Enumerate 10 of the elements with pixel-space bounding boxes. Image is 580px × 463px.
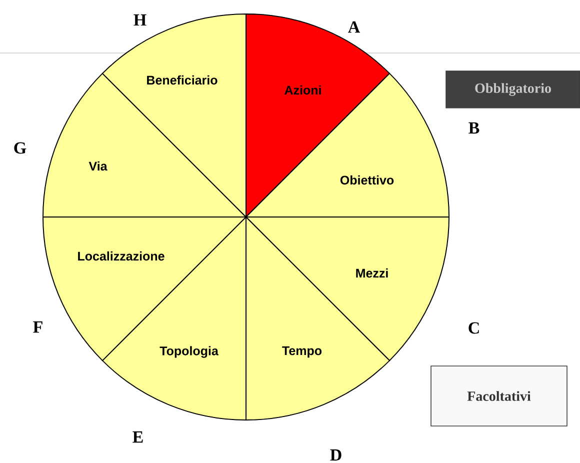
slice-letter: A (348, 21, 360, 33)
slice-letter: D (330, 449, 342, 461)
legend-item: Facoltativi (430, 366, 568, 426)
legend-item: Obbligatorio (446, 70, 580, 108)
slice-letter: G (14, 142, 26, 154)
slice-letter: B (468, 122, 480, 134)
slice-letter: H (134, 14, 146, 26)
slice-letter: E (132, 431, 143, 443)
slice-letter: C (468, 322, 479, 334)
slice-letter: F (33, 321, 42, 333)
